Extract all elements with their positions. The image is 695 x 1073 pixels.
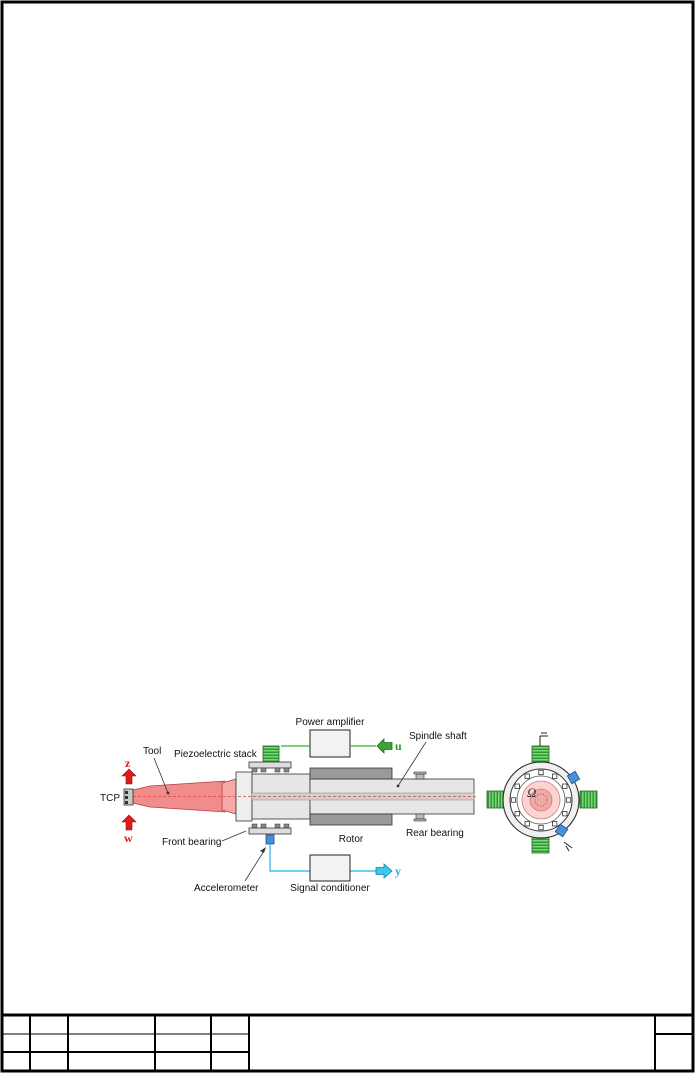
z-arrow-icon [121,768,137,785]
omega-label: Ω [527,785,536,800]
spindle-shaft-label: Spindle shaft [409,731,467,742]
tcp-insert [123,788,134,806]
bearing-ball [538,769,544,776]
w-signal-label: w [124,831,133,845]
bearing-ball [552,821,558,827]
bearing-ball [524,821,530,827]
rotor-label: Rotor [339,834,364,845]
power-amplifier-label: Power amplifier [296,717,366,728]
tool-label: Tool [143,746,161,757]
accelerometer-leader [244,850,265,882]
front-bearing-bottom-balls [251,823,290,829]
u-input-arrow-icon [376,738,393,754]
bearing-ball [524,773,530,779]
accelerometer-sensor [265,834,275,845]
front-bearing-leader [221,830,247,842]
front-bearing-top-balls [251,767,290,773]
front-bearing-bottom-plate [248,827,292,835]
tool-section [529,788,553,812]
sensor-lower-right [554,823,569,838]
front-bearing-label: Front bearing [162,837,221,848]
coil-right [579,790,598,809]
tool-leader-dot [166,791,170,795]
accelerometer-label: Accelerometer [194,883,259,894]
spindle-diagram: Power amplifier u Piezoelectric stack TC… [100,717,476,894]
rotation-indicator [534,793,548,807]
accelerometer-leader-arrow-icon [260,847,266,853]
front-bearing-top-plate [248,761,292,769]
bearing-balls [510,769,572,831]
ground-mark-bottom-right [563,841,573,852]
u-signal-label: u [395,739,402,753]
bearing-ball [514,783,520,789]
y-output-arrow-icon [375,863,393,879]
rotor-top [309,767,393,780]
bearing-ball [562,783,568,789]
rear-bearing-label: Rear bearing [406,828,464,839]
bearing-ball [510,797,517,803]
cross-section-diagram: Ω [486,732,598,854]
rear-bearing [413,771,427,822]
z-signal-label: z [125,756,131,770]
bearing-ball [538,824,544,831]
signal-conditioner-label: Signal conditioner [290,883,370,894]
signal-conditioner-block [309,854,351,882]
y-signal-label: y [395,864,401,878]
spindle-shaft-leader-dot [396,784,400,788]
bearing-ball [565,797,572,803]
bearing-ball [514,811,520,817]
title-block [2,1013,693,1071]
tcp-label: TCP [100,793,120,804]
piezoelectric-stack-label: Piezoelectric stack [174,749,258,760]
sensor-upper-right [566,770,581,785]
coil-left [486,790,505,809]
spindle-shaft-leader [397,741,427,787]
bearing-ball [552,773,558,779]
ground-mark-top [539,732,548,746]
power-amplifier-block [309,729,351,758]
tcp-teeth [125,791,128,804]
tool-leader [153,757,169,794]
measurement-line [269,844,310,872]
w-arrow-icon [121,814,137,831]
bearing-ball [562,811,568,817]
rotor-bottom [309,813,393,826]
piezo-actuator-coil [262,745,280,763]
coil-top [531,745,550,764]
